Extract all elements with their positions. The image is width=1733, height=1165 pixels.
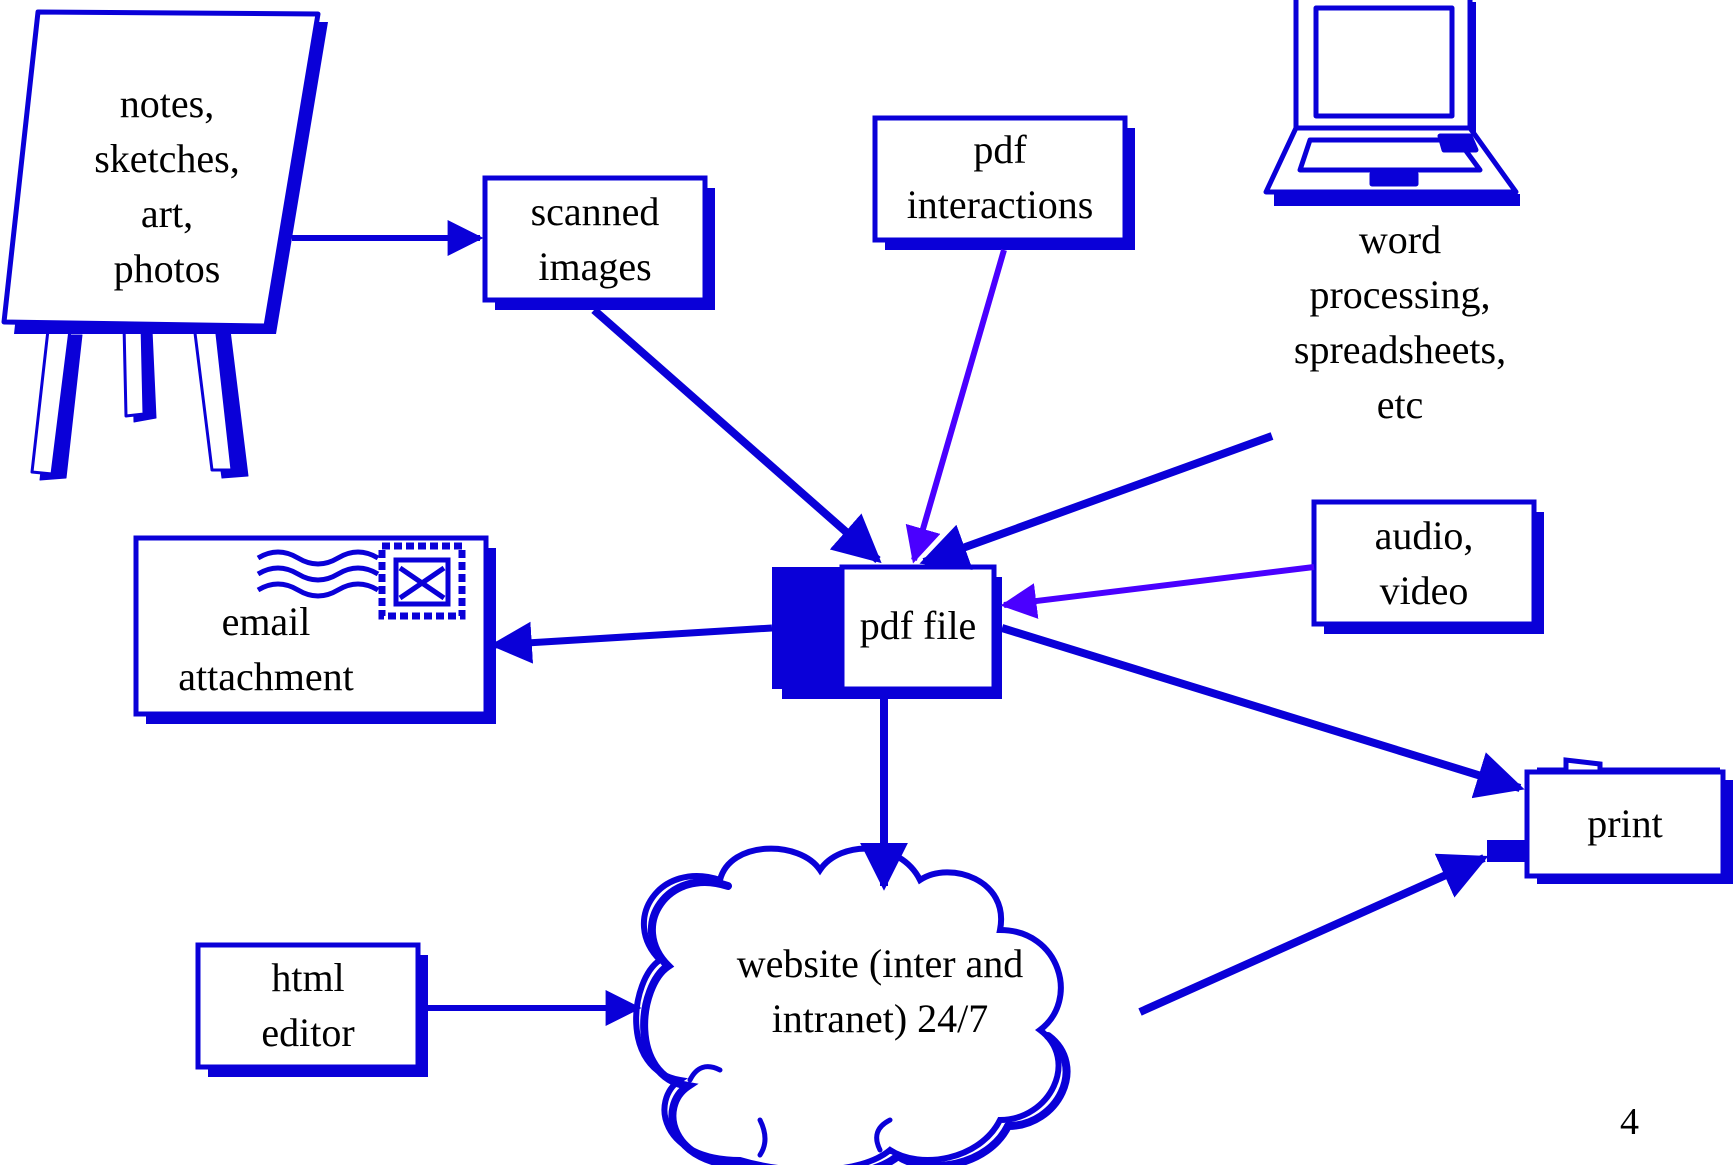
audio-video-line: audio,: [1374, 513, 1474, 558]
email-line: attachment: [178, 654, 354, 699]
laptop-line: processing,: [1309, 272, 1491, 317]
html-editor-line: editor: [261, 1010, 355, 1055]
arrow-interactions-to-pdf: [905, 249, 1007, 564]
pdf-interactions-line: pdf: [973, 127, 1027, 172]
laptop-label: word processing, spreadsheets, etc: [1250, 212, 1550, 432]
pdf-interactions-line: interactions: [906, 182, 1094, 227]
cloud-icon: [633, 845, 1071, 1165]
arrow-website-to-print: [1138, 853, 1489, 1016]
easel-label: notes, sketches, art, photos: [62, 76, 272, 296]
audio-video-label: audio, video: [1314, 508, 1534, 618]
email-label: email attachment: [146, 594, 386, 704]
laptop-line: word: [1358, 217, 1442, 262]
print-label: print: [1527, 796, 1723, 851]
easel-line: sketches,: [94, 136, 240, 181]
pdf-interactions-label: pdf interactions: [875, 122, 1125, 232]
website-line: website (inter and: [736, 941, 1024, 986]
printer-icon: [1487, 757, 1733, 884]
easel-line: notes,: [119, 81, 215, 126]
arrow-pdf-to-print: [1000, 624, 1525, 799]
easel-line: art,: [140, 191, 194, 236]
website-line: intranet) 24/7: [771, 996, 989, 1041]
html-editor-box: [195, 942, 428, 1077]
print-line: print: [1587, 801, 1663, 846]
arrow-laptop-to-pdf: [919, 432, 1274, 570]
easel-line: photos: [113, 246, 221, 291]
laptop-icon: [1263, 0, 1520, 206]
easel-icon: [1, 9, 328, 481]
email-line: email: [221, 599, 311, 644]
page-number: 4: [1620, 1101, 1639, 1143]
arrow-pdf-to-email: [489, 621, 773, 664]
arrow-scanned-to-pdf: [591, 306, 882, 564]
audio-video-box: [1311, 499, 1544, 634]
laptop-line: spreadsheets,: [1293, 327, 1507, 372]
pdf-interactions-box: [872, 115, 1135, 250]
pdf-file-box: [772, 564, 1002, 699]
laptop-line: etc: [1376, 382, 1424, 427]
scanned-images-box: [482, 175, 715, 310]
html-editor-label: html editor: [198, 950, 418, 1060]
arrow-audio-to-pdf: [1000, 564, 1315, 619]
scanned-images-line: images: [538, 244, 652, 289]
scanned-images-label: scanned images: [485, 184, 705, 294]
html-editor-line: html: [271, 955, 345, 1000]
pdf-file-label: pdf file: [836, 598, 1000, 653]
audio-video-line: video: [1379, 568, 1469, 613]
scanned-images-line: scanned: [530, 189, 660, 234]
website-label: website (inter and intranet) 24/7: [700, 936, 1060, 1046]
envelope-icon: [133, 535, 496, 724]
pdf-file-line: pdf file: [859, 603, 977, 648]
